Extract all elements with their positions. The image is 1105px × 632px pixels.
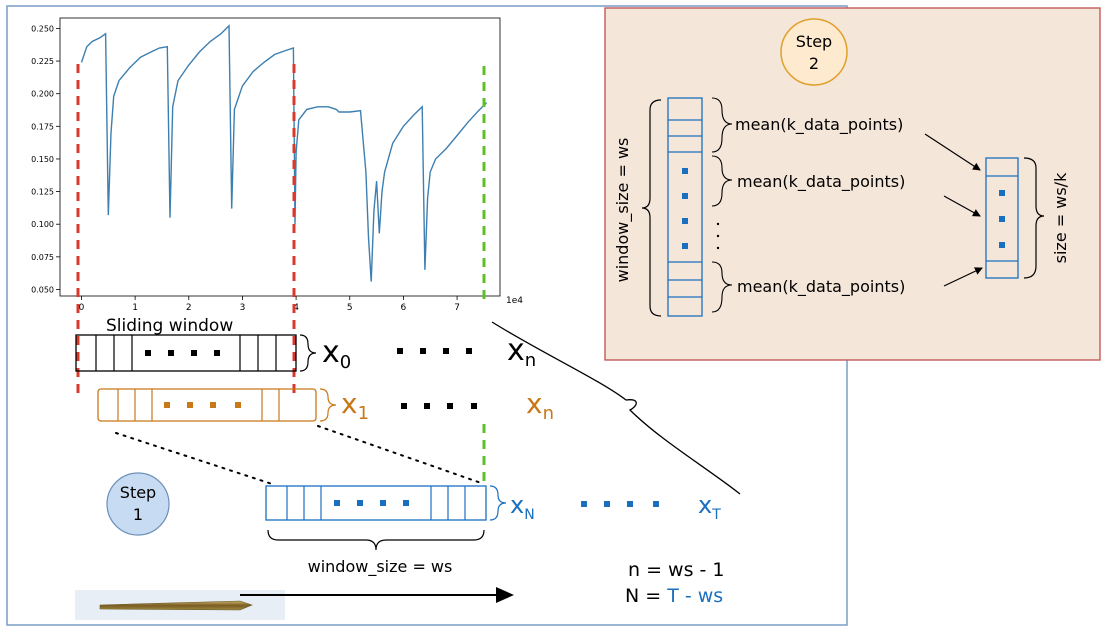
y-tick-label: 0.200 [31, 90, 54, 99]
window-row-0-box [75, 334, 297, 372]
x-tick-label: 5 [347, 303, 353, 313]
x-tick-label: 1 [132, 303, 138, 313]
step1-badge: Step 1 [106, 472, 170, 536]
x-axis-ticks: 0 1 2 3 4 5 6 7 [79, 296, 460, 313]
window-row-2: xN xT [265, 485, 721, 523]
sliding-window-label: Sliding window [106, 316, 233, 336]
step2-badge-line2: 2 [809, 54, 819, 73]
step2-window-size-label: window_size = ws [613, 138, 633, 283]
step2-output-column [985, 157, 1019, 279]
step2-badge: Step 2 [780, 18, 848, 86]
row-1-end-label: xn [526, 387, 554, 424]
y-tick-label: 0.175 [31, 122, 54, 131]
y-tick-label: 0.075 [31, 253, 54, 262]
window-row-0: x0 xn [75, 333, 536, 373]
window-row-1: x1 xn [97, 387, 554, 424]
y-tick-label: 0.225 [31, 57, 54, 66]
connector-right [317, 425, 485, 485]
x-tick-label: 6 [401, 303, 407, 313]
window-row-1-box [97, 388, 317, 422]
row-2-start-label: xN [510, 491, 535, 523]
y-tick-label: 0.125 [31, 188, 54, 197]
step2-size-label: size = ws/k [1051, 172, 1070, 263]
step2-input-column [667, 97, 703, 317]
step1-badge-line1: Step [120, 483, 156, 502]
x-tick-label: 4 [293, 303, 299, 313]
x-tick-label: 2 [186, 303, 192, 313]
step2-left-brace [641, 99, 662, 317]
row-1-start-label: x1 [341, 387, 369, 424]
row-2-brace [489, 485, 507, 521]
row-2-end-label: xT [698, 491, 721, 523]
pencil-image [99, 600, 253, 611]
x-tick-label: 3 [240, 303, 246, 313]
step2-mean-label-2: mean(k_data_points) [737, 172, 905, 192]
y-axis-ticks: 0.050 0.075 0.100 0.125 0.150 0.175 0.200 0.225… [31, 24, 60, 294]
y-tick-label: 0.050 [31, 285, 54, 294]
time-series-chart: 0.050 0.075 0.100 0.125 0.150 0.175 0.200 0.225… [31, 17, 523, 313]
equation-n: n = ws - 1 [628, 559, 725, 581]
x-exponent-label: 1e4 [506, 296, 523, 306]
step2-mean-label-3: mean(k_data_points) [737, 277, 905, 297]
y-tick-label: 0.150 [31, 155, 54, 164]
x-tick-label: 0 [79, 303, 85, 313]
y-tick-label: 0.250 [31, 24, 54, 33]
step2-badge-line1: Step [796, 32, 832, 51]
window-size-brace [267, 529, 485, 551]
time-arrow [75, 587, 514, 620]
step1-badge-line2: 1 [133, 505, 143, 524]
step2-right-brace [1023, 157, 1045, 279]
diagonal-brace [491, 321, 741, 495]
row-0-end-label: xn [507, 333, 536, 371]
window-row-2-box [265, 485, 487, 521]
x-tick-label: 7 [454, 303, 460, 313]
step2-mean-label-1: mean(k_data_points) [735, 115, 903, 135]
chart-frame [59, 17, 501, 297]
row-1-brace [319, 388, 337, 422]
connector-left [115, 432, 273, 485]
window-size-label: window_size = ws [308, 557, 453, 577]
y-tick-label: 0.100 [31, 220, 54, 229]
equation-N: N = T - ws [625, 585, 723, 607]
step2-panel: Step 2 window_size = ws mean(k_data_poin… [604, 7, 1101, 361]
row-0-start-label: x0 [322, 335, 351, 373]
row-0-brace [299, 334, 317, 372]
